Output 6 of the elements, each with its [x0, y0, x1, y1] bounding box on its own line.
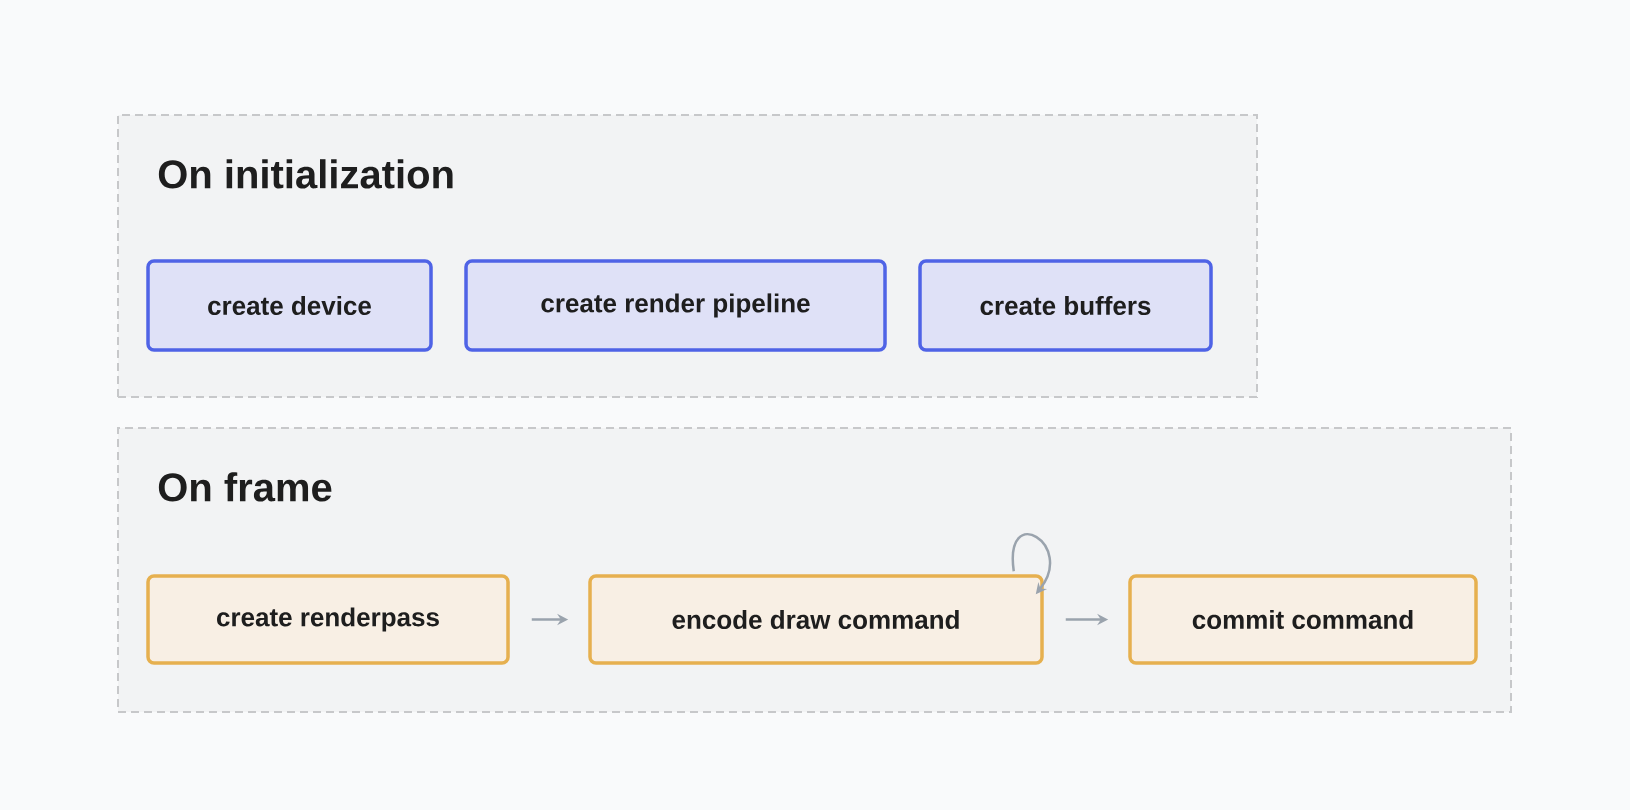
process-box: create device — [146, 259, 433, 352]
process-box: encode draw command — [588, 574, 1044, 665]
process-box: create buffers — [918, 259, 1213, 352]
process-box: create render pipeline — [464, 259, 887, 352]
process-box: commit command — [1128, 574, 1478, 665]
process-box: create renderpass — [146, 574, 510, 665]
